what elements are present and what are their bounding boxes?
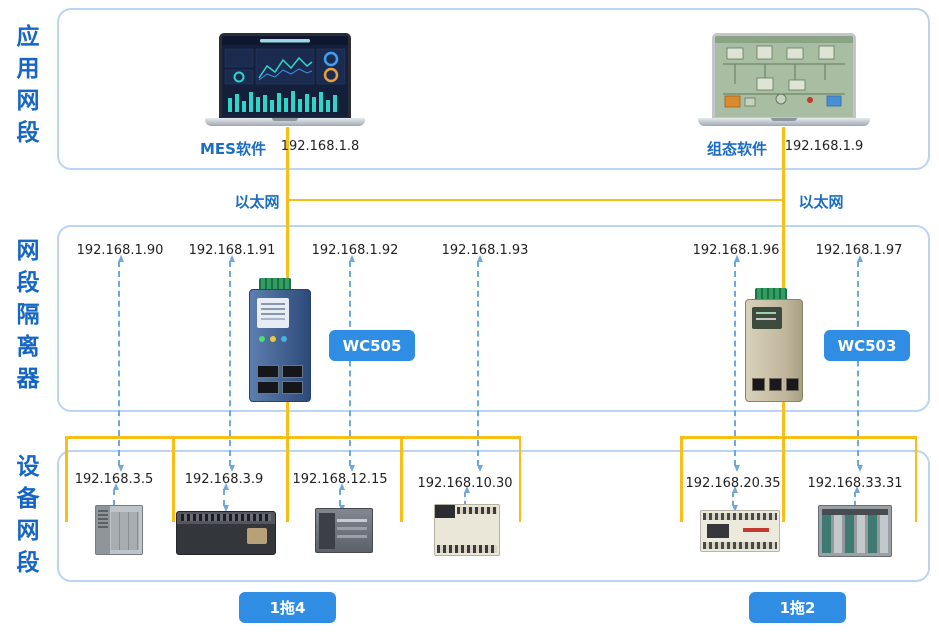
- status-leds: [259, 336, 265, 342]
- plc-device-image-6: [818, 505, 892, 557]
- device-ip-label: 192.168.3.9: [184, 472, 264, 487]
- isolator-ip-label: 192.168.1.96: [692, 243, 780, 258]
- ratio-chip-left: 1拖4: [239, 592, 336, 623]
- mes-laptop-base: [205, 118, 365, 126]
- mes-dashboard-image: [222, 36, 348, 116]
- ethernet-drop-left-4: [400, 436, 403, 522]
- ethernet-drop-left-3: [286, 436, 289, 522]
- device-ip-label: 192.168.10.30: [417, 476, 513, 491]
- device-segment-label: 设备网段: [12, 454, 38, 582]
- mapping-arrow-6: [856, 255, 863, 472]
- scada-hmi-image: [715, 36, 853, 116]
- device-arrow-5: [731, 486, 738, 512]
- ethernet-drop-left-5: [518, 436, 521, 522]
- isolator-ip-label: 192.168.1.92: [311, 243, 399, 258]
- plc-device-image-4: [434, 504, 500, 556]
- terminal-block: [259, 278, 291, 291]
- wc503-device-image: [745, 288, 803, 402]
- device-ip-label: 192.168.33.31: [807, 476, 903, 491]
- wc505-faceplate-label: [257, 298, 289, 328]
- plc-device-image-3: [315, 508, 373, 553]
- port: [786, 378, 799, 391]
- ethernet-line-vertical-right: [782, 127, 785, 437]
- wc503-chip: WC503: [824, 330, 910, 361]
- ethernet-drop-right-2: [782, 436, 785, 522]
- plc-device-image-2: [176, 511, 276, 555]
- port: [281, 365, 303, 378]
- scada-laptop: [698, 33, 870, 126]
- device-arrow-6: [853, 486, 860, 512]
- scada-laptop-base: [698, 118, 870, 126]
- app-segment-label: 应用网段: [12, 24, 38, 152]
- device-arrow-3: [338, 483, 345, 512]
- scada-screen: [712, 33, 856, 119]
- device-arrow-2: [222, 483, 229, 512]
- port: [257, 365, 279, 378]
- ratio-chip-right: 1拖2: [749, 592, 846, 623]
- mes-laptop: [205, 33, 365, 126]
- port: [752, 378, 765, 391]
- device-ip-label: 192.168.12.15: [292, 472, 388, 487]
- plc-device-image-1: [95, 505, 143, 555]
- mes-ip-label: 192.168.1.8: [280, 139, 360, 154]
- isolator-ip-label: 192.168.1.90: [76, 243, 164, 258]
- mapping-arrow-1: [117, 255, 124, 472]
- device-ip-label: 192.168.20.35: [685, 476, 781, 491]
- wc505-body: [249, 289, 311, 402]
- device-ip-label: 192.168.3.5: [74, 472, 154, 487]
- mes-software-label: MES软件: [200, 140, 266, 158]
- device-arrow-1: [112, 483, 119, 512]
- ethernet-line-horizontal-top: [286, 198, 784, 201]
- mapping-arrow-4: [476, 255, 483, 472]
- wc505-device-image: [249, 278, 311, 402]
- ethernet-drop-left-2: [172, 436, 175, 522]
- port: [769, 378, 782, 391]
- ethernet-ports: [257, 365, 303, 394]
- ethernet-label-right: 以太网: [798, 193, 844, 211]
- ethernet-ports: [752, 378, 799, 391]
- isolator-segment-label: 网段隔离器: [12, 238, 38, 398]
- ethernet-bus-left: [65, 436, 521, 439]
- terminal-block: [755, 288, 787, 301]
- ethernet-drop-right-1: [680, 436, 683, 522]
- wc505-chip: WC505: [329, 330, 415, 361]
- ethernet-drop-left-1: [65, 436, 68, 522]
- plc-device-image-5: [700, 510, 780, 552]
- mapping-arrow-5: [733, 255, 740, 472]
- isolator-ip-label: 192.168.1.97: [815, 243, 903, 258]
- ethernet-label-left: 以太网: [234, 193, 280, 211]
- port: [281, 381, 303, 394]
- scada-software-label: 组态软件: [706, 140, 768, 158]
- mes-screen: [219, 33, 351, 119]
- port: [257, 381, 279, 394]
- scada-ip-label: 192.168.1.9: [784, 139, 864, 154]
- wc503-faceplate-label: [752, 307, 782, 329]
- mapping-arrow-2: [228, 255, 235, 472]
- wc503-body: [745, 299, 803, 402]
- ethernet-drop-right-3: [914, 436, 917, 522]
- isolator-ip-label: 192.168.1.91: [188, 243, 276, 258]
- ethernet-bus-right: [680, 436, 917, 439]
- isolator-ip-label: 192.168.1.93: [441, 243, 529, 258]
- mapping-arrow-3: [348, 255, 355, 472]
